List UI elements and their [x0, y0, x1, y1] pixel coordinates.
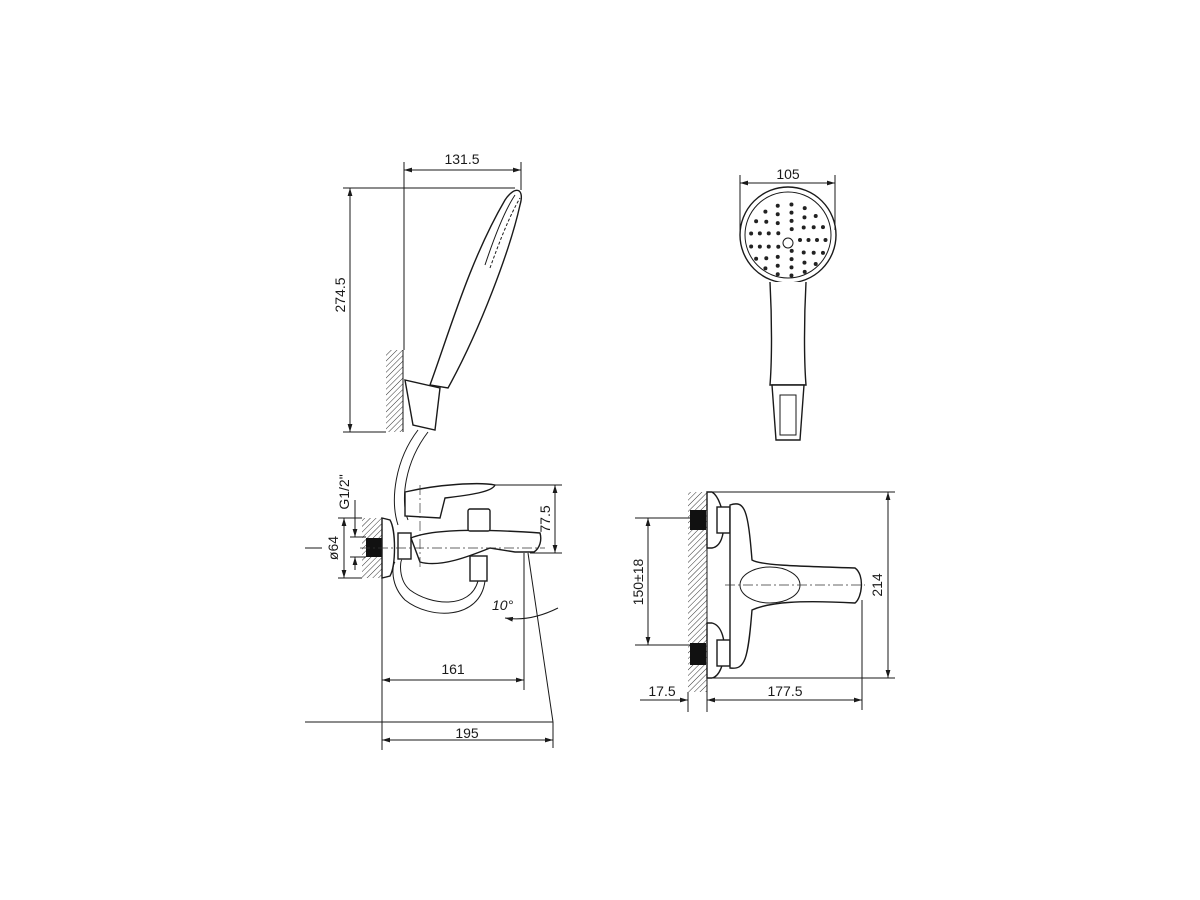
- nozzle-dot: [789, 248, 794, 253]
- nozzle-dot: [801, 250, 806, 255]
- dim-inlet-spacing: 150±18: [630, 558, 646, 605]
- nozzle-dot: [789, 265, 794, 270]
- nozzle-dot: [806, 238, 811, 242]
- nozzle-dot: [798, 238, 802, 242]
- nozzle-dot: [813, 213, 818, 218]
- nozzle-dot: [820, 225, 825, 230]
- nozzle-dot: [789, 273, 794, 278]
- nozzle-dot: [749, 244, 754, 249]
- nozzle-dot: [789, 202, 794, 207]
- nozzle-dot: [763, 266, 768, 271]
- nozzle-dot: [757, 244, 762, 249]
- nozzle-dot: [754, 256, 759, 261]
- nozzle-dot: [775, 212, 780, 217]
- nozzle-dot: [811, 250, 816, 255]
- dim-handshower-height: 274.5: [332, 277, 348, 312]
- front-mixer: 150±18 214 17.5 177.5: [630, 491, 895, 712]
- nozzle-dot: [757, 231, 762, 236]
- nozzle-dot: [815, 238, 819, 242]
- nozzle-dot: [775, 272, 780, 277]
- nozzle-dot: [764, 256, 769, 261]
- dim-head-diameter: 105: [776, 166, 800, 182]
- nozzle-dot: [802, 269, 807, 274]
- nozzle-dot: [811, 225, 816, 230]
- nozzle-dot: [789, 227, 794, 232]
- nozzle-dot: [820, 250, 825, 255]
- dimension-angle: 10°: [492, 552, 559, 723]
- side-handshower: [386, 189, 522, 526]
- nozzle-dot: [789, 218, 794, 223]
- nozzle-dot: [789, 210, 794, 215]
- nozzle-dot: [775, 263, 780, 268]
- handshower-front: 105: [739, 166, 837, 441]
- dim-spout-angle: 10°: [492, 597, 514, 613]
- nozzle-dot: [775, 221, 780, 226]
- dim-total-reach: 195: [455, 725, 479, 741]
- dimension-274-5: 274.5: [332, 187, 515, 433]
- dimension-flange-diameter: ø64: [305, 517, 362, 579]
- nozzle-dot: [775, 203, 780, 208]
- side-mixer: [360, 482, 545, 750]
- dimension-195: 195: [305, 721, 554, 748]
- nozzle-dot: [766, 244, 771, 249]
- nozzle-dot: [802, 260, 807, 265]
- nozzle-dot: [766, 231, 771, 236]
- dim-handshower-width: 131.5: [444, 151, 479, 167]
- nozzle-dot: [813, 262, 818, 267]
- nozzle-dot: [763, 209, 768, 214]
- nozzle-dot: [789, 257, 794, 262]
- spray-nozzles: [749, 202, 828, 278]
- dim-spout-reach: 161: [441, 661, 465, 677]
- dim-thread: G1/2": [336, 474, 352, 509]
- nozzle-dot: [802, 215, 807, 220]
- nozzle-dot: [764, 219, 769, 224]
- nozzle-dot: [801, 225, 806, 230]
- nozzle-dot: [802, 206, 807, 211]
- nozzle-dot: [823, 238, 828, 242]
- dimension-77-5: 77.5: [495, 484, 562, 554]
- nozzle-dot: [775, 254, 780, 259]
- dim-spout-height: 77.5: [537, 505, 553, 532]
- dimension-161: 161: [382, 661, 524, 683]
- nozzle-dot: [749, 231, 754, 236]
- dim-wall-offset: 17.5: [648, 683, 675, 699]
- dim-total-height: 214: [869, 573, 885, 597]
- dim-flange-diameter: ø64: [325, 536, 341, 560]
- nozzle-dot: [754, 219, 759, 224]
- dim-body-depth: 177.5: [767, 683, 802, 699]
- nozzle-dot: [776, 231, 781, 236]
- nozzle-dot: [776, 244, 781, 249]
- dimension-131-5: 131.5: [403, 151, 522, 350]
